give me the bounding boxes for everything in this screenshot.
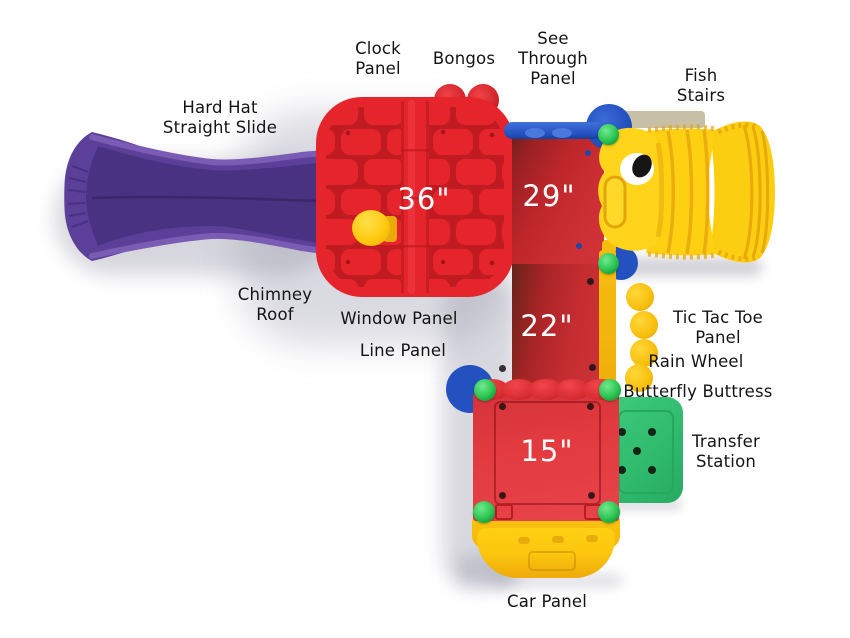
lower-deck-inner-line — [494, 401, 601, 505]
label-tic-tac-toe-panel: Tic Tac Toe Panel — [673, 307, 763, 347]
car-panel-notch — [552, 536, 564, 543]
panel-bar-bump — [552, 128, 572, 138]
label-car-panel: Car Panel — [507, 591, 587, 611]
dimension-deck-29: 29" — [522, 179, 576, 213]
fish-nose-pill — [603, 175, 627, 229]
label-bongos: Bongos — [432, 48, 496, 68]
ramp-surface — [610, 111, 705, 128]
deck-bolt — [499, 492, 506, 499]
deck-bolt — [587, 278, 594, 285]
slide-flare-ridges — [67, 165, 89, 228]
label-window-panel: Window Panel — [340, 308, 458, 328]
dimension-roof-36: 36" — [397, 182, 451, 216]
transfer-station-shape — [610, 397, 683, 503]
connector-ball — [599, 379, 621, 401]
fish-eye-pupil — [632, 154, 652, 178]
transfer-dot — [648, 428, 656, 436]
connector-ball — [473, 501, 495, 523]
panel-bar-bump — [525, 128, 545, 138]
deck-bolt — [587, 403, 594, 410]
label-transfer-station: Transfer Station — [692, 431, 760, 471]
transfer-dot — [633, 447, 641, 455]
label-fish-stairs: Fish Stairs — [676, 65, 726, 105]
label-clock-panel: Clock Panel — [355, 38, 401, 78]
rain-wheel-shape — [625, 364, 653, 392]
dimension-deck-15: 15" — [520, 434, 574, 468]
car-panel-plate — [528, 551, 576, 571]
butterfly-buttress-segment — [529, 379, 563, 400]
label-hard-hat-straight-slide: Hard Hat Straight Slide — [162, 97, 278, 137]
car-panel-shape — [477, 528, 615, 578]
straight-slide-shape — [64, 132, 346, 261]
car-panel-notch — [518, 537, 530, 544]
rain-wheel-shape — [630, 339, 658, 367]
deck-bolt — [499, 403, 506, 410]
label-chimney-roof: Chimney Roof — [237, 284, 313, 324]
fish-body — [646, 128, 716, 256]
butterfly-buttress-segment — [556, 379, 590, 400]
dimension-deck-22: 22" — [520, 309, 574, 343]
label-line-panel: Line Panel — [359, 340, 447, 360]
tic-tac-toe-panel-edge — [599, 250, 616, 392]
deck-bolt — [499, 365, 506, 372]
rain-wheel-shape — [626, 283, 654, 311]
chimney-knob — [352, 210, 390, 246]
transfer-station-panel — [618, 410, 674, 494]
rain-wheel-shape — [630, 311, 658, 339]
deck-clip — [585, 150, 591, 156]
upper-deck-29 — [512, 136, 604, 266]
middle-deck-22 — [512, 264, 615, 390]
connector-ball — [598, 124, 619, 145]
label-see-through-panel: See Through Panel — [518, 28, 588, 89]
fish-stair-treads — [666, 129, 710, 255]
connector-ball — [474, 379, 496, 401]
deck-bolt — [588, 492, 595, 499]
transfer-dot — [618, 466, 626, 474]
fish-stairs-shape — [598, 121, 775, 263]
transfer-dot — [618, 428, 626, 436]
deck-clip — [576, 243, 582, 249]
roof-pin-holes — [345, 129, 495, 266]
butterfly-buttress-segment — [502, 379, 536, 400]
deck-bolt — [589, 364, 596, 371]
label-butterfly-buttress: Butterfly Buttress — [623, 381, 773, 401]
connector-ball — [598, 253, 619, 274]
deck-clip-tab — [495, 504, 513, 520]
connector-ball — [598, 501, 620, 523]
transfer-dot — [648, 466, 656, 474]
label-rain-wheel: Rain Wheel — [648, 351, 744, 371]
car-panel-notch — [586, 535, 598, 542]
